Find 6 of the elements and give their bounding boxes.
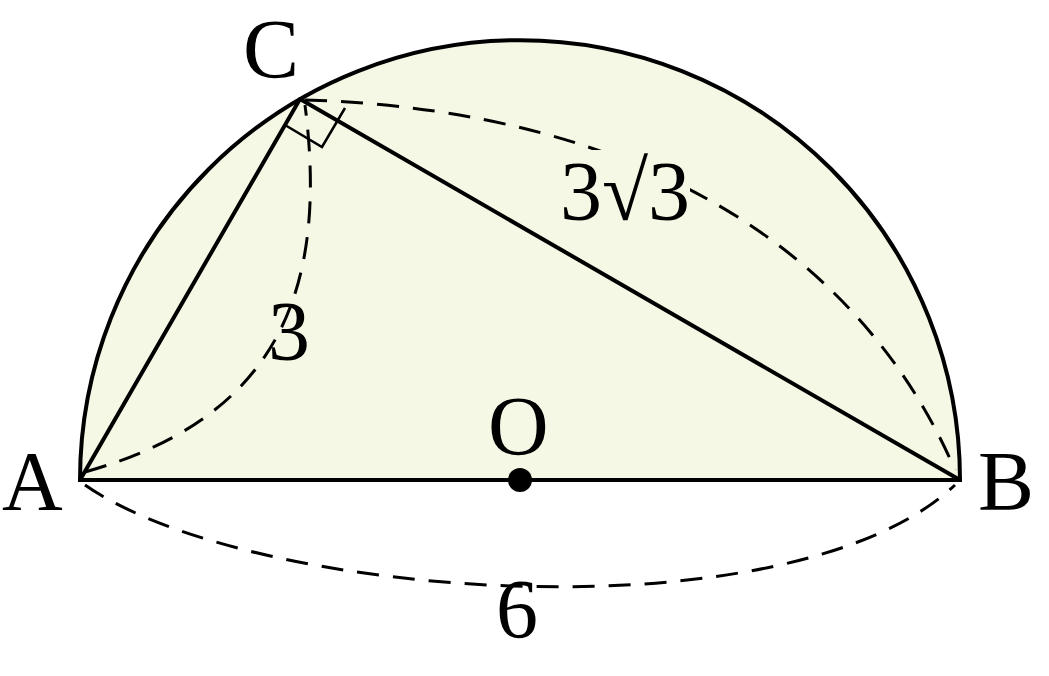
point-label: C [243, 8, 300, 92]
point-label: A [2, 440, 63, 524]
point-label: O [488, 385, 549, 469]
dimension-label: 3 [268, 290, 310, 374]
dimension-label: 6 [496, 568, 538, 652]
point-label: B [978, 440, 1035, 524]
